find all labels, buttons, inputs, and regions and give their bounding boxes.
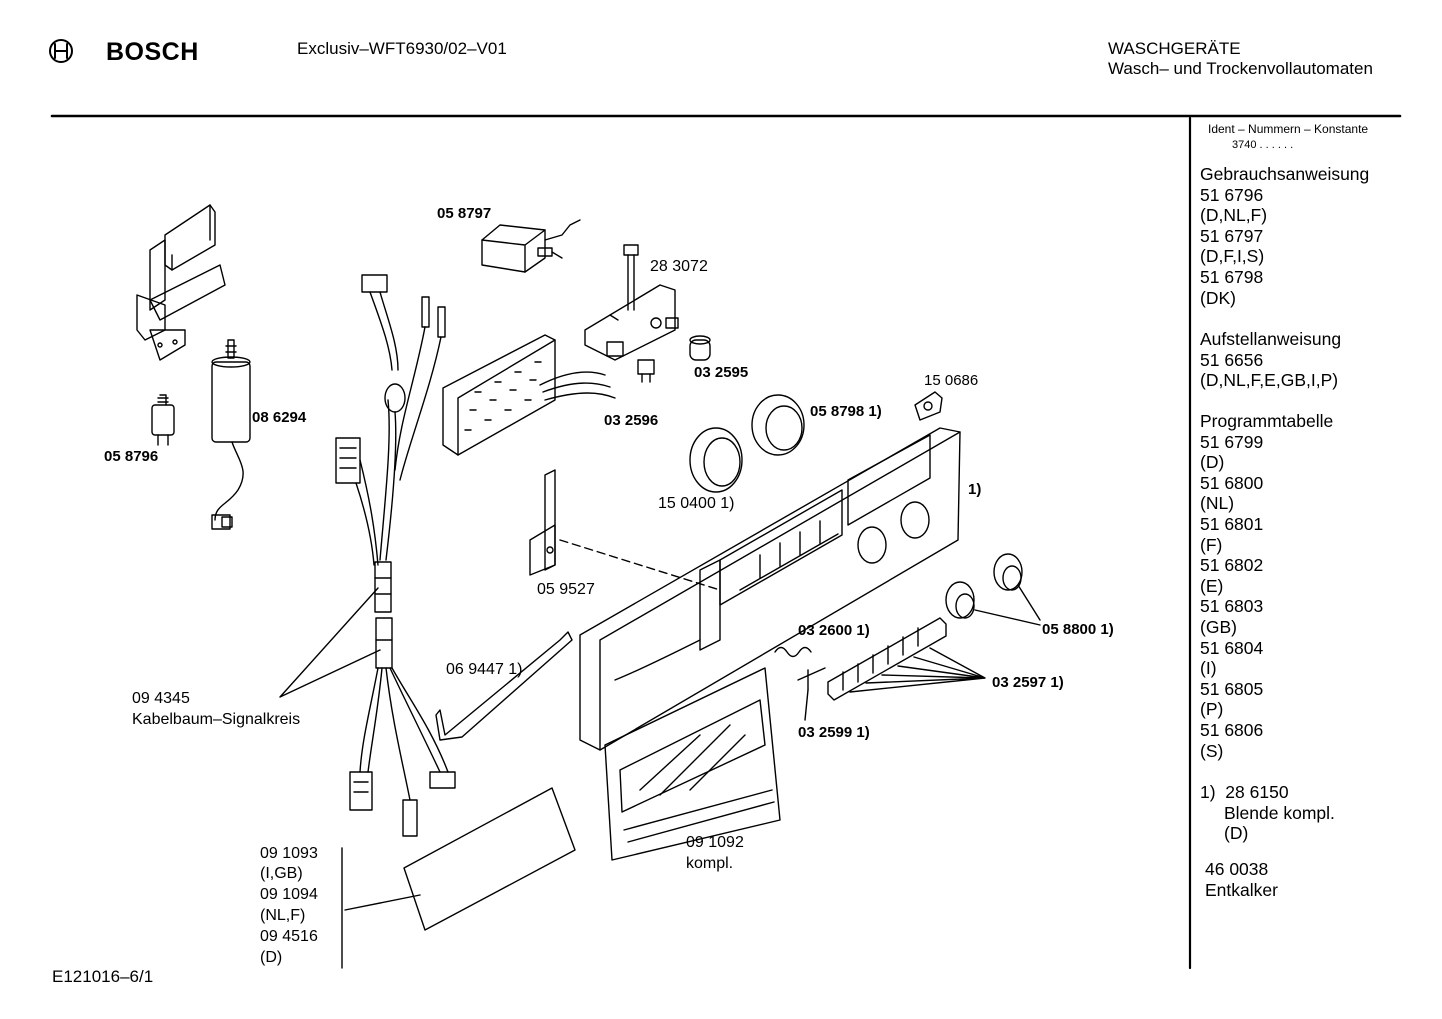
- group-line: 51 6797: [1200, 225, 1264, 246]
- part-label: 05 8796: [104, 448, 159, 465]
- ring-drawing: [689, 394, 805, 493]
- footnote-line2: Blende kompl.: [1224, 802, 1335, 823]
- small-capacitor-drawing: [151, 394, 175, 446]
- group-heading: Gebrauchsanweisung: [1200, 164, 1370, 184]
- group-line: (E): [1200, 575, 1224, 596]
- part-label: 09 4516: [260, 928, 318, 945]
- group-line: (D,NL,F): [1200, 205, 1268, 226]
- group-line: (I): [1200, 658, 1217, 679]
- part-label: 03 2600 1): [798, 622, 870, 639]
- part-label: 15 0400 1): [658, 495, 735, 512]
- group-line: 51 6798: [1200, 266, 1264, 287]
- rod-drawing: [435, 631, 573, 741]
- model-title: Exclusiv–WFT6930/02–V01: [297, 39, 507, 58]
- category-line1: WASCHGERÄTE: [1108, 39, 1241, 58]
- part-label: 08 6294: [252, 409, 307, 426]
- group-heading: Programmtabelle: [1200, 411, 1334, 431]
- light-guide-drawing: [529, 469, 721, 591]
- display-board-drawing: [442, 334, 616, 456]
- drawing-id: E121016–6/1: [52, 967, 154, 986]
- group-line: 51 6805: [1200, 678, 1264, 699]
- part-label: 05 8800 1): [1042, 621, 1114, 638]
- sidebar-footnote: 1) 28 6150 Blende kompl. (D): [1200, 782, 1335, 844]
- group-line: 51 6803: [1200, 596, 1264, 617]
- door-panel-drawing: [604, 667, 781, 861]
- ident-title: Ident – Nummern – Konstante: [1208, 122, 1369, 136]
- group-line: (D,NL,F,E,GB,I,P): [1200, 370, 1339, 391]
- part-label: 05 8797: [437, 205, 492, 222]
- group-line: (GB): [1200, 616, 1237, 637]
- part-label: 03 2595: [694, 364, 749, 381]
- part-label: 03 2599 1): [798, 724, 870, 741]
- part-label: 03 2597 1): [992, 674, 1064, 691]
- sidebar-group-gebrauch: Gebrauchsanweisung 51 6796 (D,NL,F) 51 6…: [1200, 164, 1369, 308]
- group-line: 51 6656: [1200, 349, 1264, 370]
- group-line: 51 6796: [1200, 184, 1264, 205]
- pcb-drawing: [584, 244, 679, 361]
- part-label: kompl.: [686, 855, 734, 872]
- group-line: 51 6799: [1200, 431, 1264, 452]
- ident-value: 3740 . . . . . .: [1232, 139, 1294, 151]
- category-line2: Wasch– und Trockenvollautomaten: [1108, 59, 1373, 78]
- group-line: 51 6804: [1200, 637, 1264, 658]
- knob-drawing: [945, 553, 1041, 626]
- bulb-drawing: [637, 335, 711, 383]
- part-label: (NL,F): [260, 907, 306, 924]
- group-line: (P): [1200, 699, 1224, 720]
- sidebar-extra: 46 0038 Entkalker: [1205, 859, 1278, 900]
- part-label: 09 4345: [132, 690, 190, 707]
- part-label: Kabelbaum–Signalkreis: [132, 711, 301, 728]
- sidebar-group-aufstell: Aufstellanweisung 51 6656 (D,NL,F,E,GB,I…: [1200, 329, 1341, 391]
- group-line: 51 6806: [1200, 719, 1264, 740]
- group-heading: Aufstellanweisung: [1200, 329, 1342, 349]
- button-strip-drawing: [827, 617, 986, 701]
- part-label: 03 2596: [604, 412, 659, 429]
- extra-name: Entkalker: [1205, 879, 1278, 900]
- footnote-marker: 1): [1200, 782, 1216, 802]
- group-line: (D,F,I,S): [1200, 246, 1265, 267]
- brand-name: BOSCH: [106, 38, 199, 66]
- group-line: (F): [1200, 534, 1223, 555]
- footnote-line3: (D): [1224, 823, 1249, 844]
- part-label: 09 1094: [260, 886, 318, 903]
- window-pane-drawing: [341, 787, 576, 969]
- group-line: (S): [1200, 740, 1224, 761]
- part-label: 05 8798 1): [810, 403, 882, 420]
- group-line: (D): [1200, 452, 1225, 473]
- bracket-drawing: [136, 204, 226, 361]
- group-line: 51 6802: [1200, 555, 1264, 576]
- part-label: 1): [968, 481, 982, 498]
- group-line: (DK): [1200, 287, 1236, 308]
- part-label: 15 0686: [924, 372, 979, 389]
- part-label: 28 3072: [650, 258, 708, 275]
- clip-drawing: [914, 391, 943, 421]
- wiring-harness-drawing: [279, 274, 456, 837]
- group-line: (NL): [1200, 493, 1235, 514]
- footnote-number: 28 6150: [1225, 782, 1289, 802]
- capacitor-drawing: [211, 339, 251, 530]
- part-label: 06 9447 1): [446, 661, 523, 678]
- part-label: 09 1093: [260, 845, 318, 862]
- part-label: (D): [260, 949, 283, 966]
- sidebar-group-programm: Programmtabelle 51 6799 (D) 51 6800 (NL)…: [1200, 411, 1333, 761]
- part-label: 05 9527: [537, 581, 595, 598]
- group-line: 51 6800: [1200, 472, 1264, 493]
- group-line: 51 6801: [1200, 513, 1264, 534]
- bosch-logo-icon: [49, 39, 73, 63]
- switch-drawing: [481, 219, 581, 273]
- part-label: (I,GB): [260, 865, 303, 882]
- control-panel-drawing: [579, 427, 961, 751]
- spring-drawing: [774, 646, 826, 721]
- part-label: 09 1092: [686, 834, 744, 851]
- extra-number: 46 0038: [1205, 859, 1269, 879]
